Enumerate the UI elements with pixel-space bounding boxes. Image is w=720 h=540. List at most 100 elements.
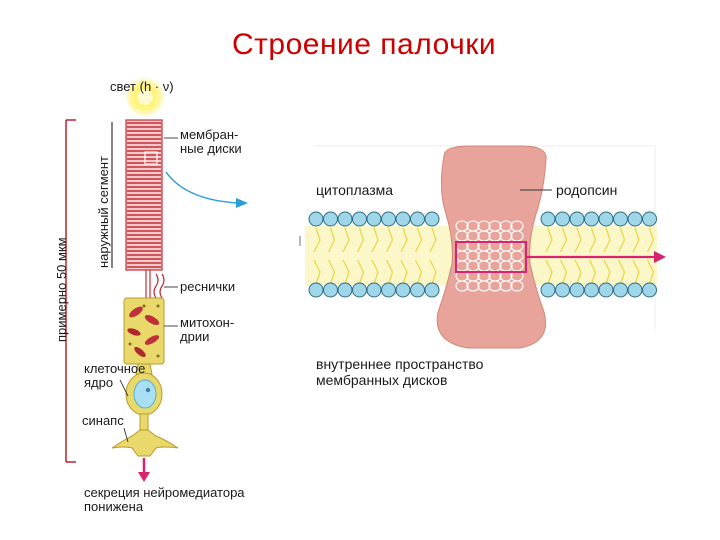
nucleus-label-2: ядро	[84, 375, 114, 390]
lipid-head	[410, 211, 425, 227]
disc-highlight	[144, 151, 158, 165]
lipid-head	[337, 282, 353, 298]
lipid-tail	[400, 227, 408, 253]
lipid-tail	[342, 227, 350, 253]
lipid-tail	[559, 227, 568, 253]
inner-space-label-2: мембранных дисков	[316, 372, 448, 388]
outer-segment	[125, 119, 163, 271]
secretion-label-1: секреция нейромедиатора	[84, 485, 245, 500]
lipid-head	[352, 211, 367, 227]
lipid-head	[337, 211, 353, 227]
leader-lines	[119, 137, 178, 443]
cilium	[145, 270, 165, 299]
lipid-head	[366, 282, 382, 298]
synapse-terminal	[111, 413, 179, 457]
lipid-tail	[574, 227, 582, 253]
mitochondria-label-2: дрии	[180, 329, 210, 344]
membrane-discs-label-2: ные диски	[180, 141, 242, 156]
inner-segment	[123, 297, 165, 365]
lipid-head	[627, 282, 643, 298]
mitochondrion	[144, 314, 160, 326]
zoom-arrow-icon	[165, 171, 248, 208]
lipid-head	[584, 282, 599, 298]
lipid-head	[598, 211, 614, 227]
helix-loop	[499, 280, 513, 292]
lipid-head	[410, 282, 425, 298]
lipid-tail	[646, 227, 655, 253]
lipid-tail	[414, 227, 423, 253]
lipid-head	[555, 211, 570, 227]
helix-loop	[510, 280, 524, 292]
lipid-tail	[371, 227, 379, 253]
lipid-tail	[603, 259, 611, 285]
lipid-head	[627, 211, 643, 227]
lipid-tail	[327, 227, 336, 253]
mitochondrion	[134, 346, 146, 358]
lipid-tail	[400, 259, 408, 285]
mitochondrion	[144, 335, 160, 345]
lipid-tail	[632, 259, 640, 285]
lipid-tail	[385, 259, 394, 285]
lipid-head	[323, 282, 338, 298]
outer-segment-label: наружный сегмент	[96, 155, 111, 268]
nucleus-label-1: клеточное	[84, 361, 146, 376]
lipid-tail	[545, 227, 553, 253]
lipid-head	[424, 211, 440, 227]
synapse-label: синапс	[82, 413, 124, 428]
mitochondrion	[127, 328, 141, 336]
lipid-tail	[545, 259, 553, 285]
rhodopsin-protein	[436, 145, 547, 349]
inner-space-label-1: внутреннее пространство	[316, 356, 484, 372]
lipid-tail	[342, 259, 350, 285]
lipid-head	[381, 211, 396, 227]
lipid-head	[613, 211, 628, 227]
helix-loop	[466, 280, 480, 292]
lipid-head	[555, 282, 570, 298]
lipid-tail	[414, 259, 423, 285]
lipid-head	[584, 211, 599, 227]
mitochondrion	[129, 306, 143, 318]
lipid-head	[424, 282, 440, 298]
lipid-tail	[385, 227, 394, 253]
lipid-tail	[617, 227, 626, 253]
lipid-head	[598, 282, 614, 298]
lipid-tail	[356, 259, 365, 285]
helix-loop	[455, 280, 469, 292]
lipid-head	[323, 211, 338, 227]
lipid-tail	[313, 227, 321, 253]
lipid-tail	[429, 259, 437, 285]
lipid-tail	[559, 259, 568, 285]
lipid-tail	[588, 259, 597, 285]
lipid-head	[642, 282, 657, 298]
cell-body	[125, 363, 163, 416]
helix-loop	[477, 280, 491, 292]
lipid-head	[642, 211, 657, 227]
lipid-tail	[371, 259, 379, 285]
lipid-head	[569, 211, 585, 227]
lipid-head	[308, 282, 324, 298]
rhodopsin-label: родопсин	[556, 182, 618, 198]
secretion-arrow-icon	[138, 458, 150, 482]
approx-size-label: примерно 50 мкм	[54, 237, 69, 342]
lipid-head	[381, 282, 396, 298]
lipid-head	[540, 211, 556, 227]
lipid-tail	[646, 259, 655, 285]
lipid-head	[352, 282, 367, 298]
lipid-head	[308, 211, 324, 227]
lipid-tail	[588, 227, 597, 253]
lipid-tail	[429, 227, 437, 253]
lipid-tail	[313, 259, 321, 285]
lipid-tail	[632, 227, 640, 253]
lipid-tail	[603, 227, 611, 253]
lipid-head	[395, 282, 411, 298]
mitochondria-label-1: митохон-	[180, 315, 235, 330]
page-title: Строение палочки	[232, 28, 497, 61]
size-bracket	[65, 119, 76, 463]
lipid-tail	[617, 259, 626, 285]
signal-arrow-icon	[526, 251, 666, 263]
secretion-label-2: понижена	[84, 499, 144, 514]
light-label: свет (h · ν)	[110, 79, 174, 94]
lipid-head	[366, 211, 382, 227]
lipid-head	[540, 282, 556, 298]
